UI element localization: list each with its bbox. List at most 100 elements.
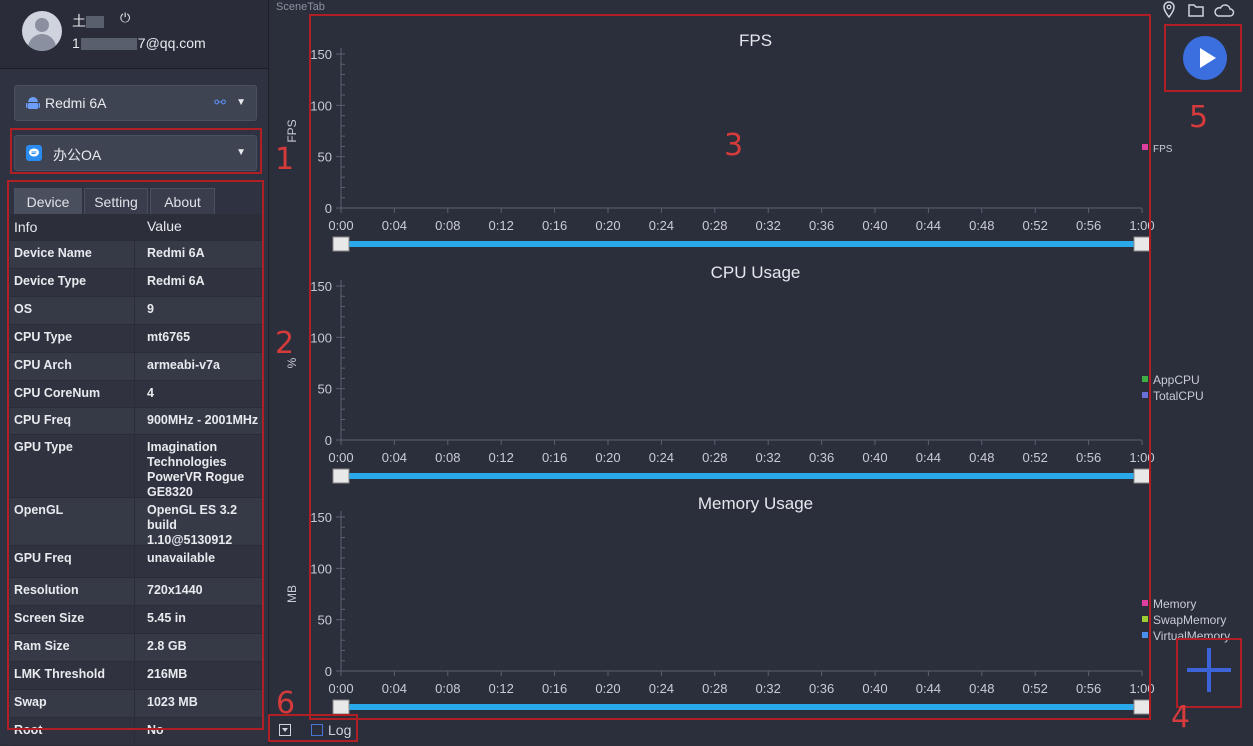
- info-key: CPU CoreNum: [14, 386, 101, 400]
- x-tick-label: 0:56: [1076, 218, 1101, 233]
- y-axis-label: %: [285, 357, 299, 368]
- x-tick-label: 0:48: [969, 681, 994, 696]
- info-value: 1023 MB: [147, 695, 198, 709]
- info-key: CPU Freq: [14, 413, 71, 427]
- info-key: CPU Arch: [14, 358, 72, 372]
- info-key: GPU Freq: [14, 551, 72, 565]
- y-tick-label: 100: [310, 561, 332, 576]
- info-value: 216MB: [147, 667, 188, 681]
- annotation-1: 1: [275, 142, 295, 177]
- highlight-box-charts: [309, 14, 1151, 720]
- annotation-2: 2: [275, 326, 295, 361]
- chart-title: CPU Usage: [711, 263, 801, 282]
- legend-swatch: [1142, 616, 1148, 622]
- x-tick-label: 0:40: [862, 218, 887, 233]
- tab-device[interactable]: Device: [14, 188, 82, 214]
- info-value: 5.45 in: [147, 611, 186, 625]
- info-key: Screen Size: [14, 611, 85, 625]
- x-tick-label: 0:28: [702, 218, 727, 233]
- x-tick-label: 0:16: [542, 681, 567, 696]
- y-axis-label: FPS: [285, 119, 299, 142]
- info-value: 720x1440: [147, 583, 203, 597]
- x-tick-label: 0:08: [435, 450, 460, 465]
- tab-about[interactable]: About: [150, 188, 215, 214]
- legend-swatch: [1142, 144, 1148, 150]
- redacted-email: [80, 38, 137, 51]
- app-select[interactable]: 办公OA ▼: [14, 135, 257, 171]
- info-key: Resolution: [14, 583, 79, 597]
- chart-title: FPS: [739, 31, 772, 50]
- x-tick-label: 0:08: [435, 681, 460, 696]
- info-key: OpenGL: [14, 503, 64, 517]
- legend-swatch: [1142, 392, 1148, 398]
- cloud-icon[interactable]: [1214, 4, 1235, 17]
- info-key: LMK Threshold: [14, 667, 105, 681]
- highlight-box-log: [268, 714, 358, 742]
- avatar[interactable]: [22, 11, 62, 51]
- y-tick-label: 150: [310, 510, 332, 525]
- table-row: Device Name Redmi 6A: [10, 241, 264, 269]
- table-row: Screen Size 5.45 in: [10, 606, 264, 634]
- tab-setting[interactable]: Setting: [84, 188, 148, 214]
- x-tick-label: 0:48: [969, 218, 994, 233]
- legend-label: FPS: [1153, 144, 1173, 155]
- x-tick-label: 0:44: [916, 218, 941, 233]
- highlight-box-play: [1164, 24, 1242, 92]
- x-tick-label: 0:52: [1023, 218, 1048, 233]
- highlight-box-app-select: [10, 128, 262, 174]
- table-header: Info Value: [10, 214, 264, 241]
- annotation-5: 5: [1189, 100, 1209, 135]
- y-tick-label: 100: [310, 330, 332, 345]
- x-tick-label: 0:36: [809, 218, 834, 233]
- info-key: Ram Size: [14, 639, 70, 653]
- info-value: Redmi 6A: [147, 246, 205, 260]
- add-button[interactable]: [1187, 648, 1231, 692]
- info-key: Root: [14, 723, 43, 737]
- y-tick-label: 0: [325, 201, 332, 216]
- device-select[interactable]: Redmi 6A ⚯ ▼: [14, 85, 257, 121]
- app-select-label: 办公OA: [53, 147, 102, 163]
- y-tick-label: 150: [310, 47, 332, 62]
- log-checkbox[interactable]: [311, 724, 323, 736]
- device-info-table: Info Value Device Name Redmi 6A Device Typ…: [10, 214, 264, 746]
- info-key: OS: [14, 302, 33, 316]
- x-tick-label: 0:52: [1023, 450, 1048, 465]
- x-tick-label: 0:32: [756, 450, 781, 465]
- y-axis-label: MB: [285, 585, 299, 603]
- legend-label: SwapMemory: [1153, 613, 1226, 627]
- legend-label: AppCPU: [1153, 373, 1200, 387]
- info-key: Device Name: [14, 246, 92, 260]
- collapse-dropdown[interactable]: [279, 724, 291, 736]
- chevron-down-icon: ▼: [236, 147, 246, 158]
- table-row: GPU Type Imagination Technologies PowerVR…: [10, 435, 264, 499]
- legend-swatch: [1142, 632, 1148, 638]
- link-icon[interactable]: ⚯: [214, 94, 226, 110]
- power-icon[interactable]: ⏻: [120, 10, 131, 25]
- x-tick-label: 0:12: [489, 450, 514, 465]
- folder-icon[interactable]: [1188, 4, 1204, 17]
- x-tick-label: 1:00: [1129, 681, 1154, 696]
- slider-handle-left[interactable]: [332, 468, 350, 484]
- info-key: GPU Type: [14, 440, 73, 454]
- app-chat-icon: [26, 145, 42, 161]
- slider-handle-left[interactable]: [332, 236, 350, 252]
- x-tick-label: 1:00: [1129, 450, 1154, 465]
- info-value: Imagination Technologies PowerVR Rogue G…: [147, 440, 245, 499]
- x-tick-label: 0:56: [1076, 681, 1101, 696]
- x-tick-label: 0:44: [916, 681, 941, 696]
- x-tick-label: 0:04: [382, 681, 407, 696]
- x-tick-label: 0:52: [1023, 681, 1048, 696]
- info-value: armeabi-v7a: [147, 358, 220, 372]
- x-tick-label: 0:28: [702, 450, 727, 465]
- location-icon[interactable]: [1163, 1, 1175, 19]
- info-key: Device Type: [14, 274, 87, 288]
- x-tick-label: 0:20: [595, 450, 620, 465]
- play-button[interactable]: [1183, 36, 1227, 80]
